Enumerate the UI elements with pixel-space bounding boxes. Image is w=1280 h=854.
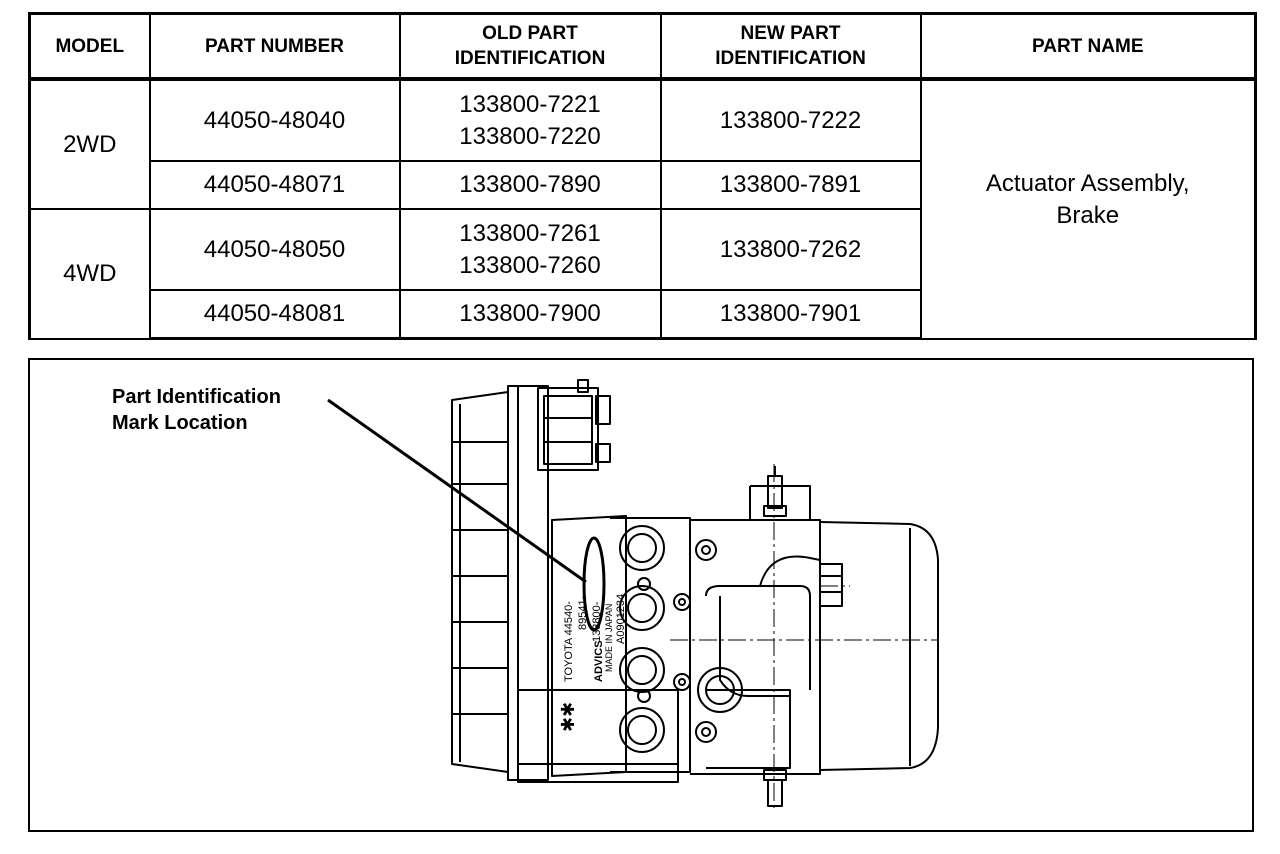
table-row: 2WD 44050-48040 133800-7221 133800-7220 … [28,78,1257,340]
table-row: 44050-48081 133800-7900 133800-7901 [30,289,1256,340]
model-cell-2wd: 2WD [28,78,151,210]
old-id-cell: 133800-7221 133800-7220 [398,78,662,162]
header-new-id: NEW PART IDENTIFICATION [659,12,922,81]
label-line: MADE IN JAPAN [604,604,614,672]
callout-leader-line [327,398,587,584]
part-number-cell: 44050-48071 [148,160,401,210]
callout-line-1: Part Identification [112,386,281,408]
label-mark: ✱✱ [558,702,578,732]
actuator-housing [451,379,679,783]
label-line: 133800- [591,601,603,642]
part-number-cell: 44050-48081 [148,289,401,340]
old-id-value: 133800-7221 [459,90,601,118]
callout-label: Part Identification Mark Location [112,384,281,436]
callout-line-2: Mark Location [112,412,248,434]
identification-label: TOYOTA 44540- 89541- 133800- ADVICS MADE… [558,594,627,732]
identification-mark-ellipse [582,536,606,632]
new-id-cell: 133800-7891 [659,160,922,210]
solenoid-valves [619,525,743,753]
hydraulic-unit-body [551,466,939,807]
part-name-line: Actuator Assembly, [985,170,1190,198]
new-id-cell: 133800-7262 [659,208,922,291]
old-id-value: 133800-7260 [459,251,601,279]
table-row: 44050-48071 133800-7890 133800-7891 [30,160,1256,210]
old-id-cell: 133800-7900 [398,289,662,340]
part-name-cell: Actuator Assembly, Brake [919,78,1257,340]
figure-panel: Part Identification Mark Location [28,358,1254,832]
header-part-number: PART NUMBER [148,12,401,81]
center-lines [670,464,938,810]
part-number-cell: 44050-48050 [148,208,401,291]
parts-table: MODEL PART NUMBER OLD PART IDENTIFICATIO… [28,12,1257,340]
old-id-cell: 133800-7890 [398,160,662,210]
old-id-value: 133800-7220 [459,122,601,150]
header-row: MODEL PART NUMBER OLD PART IDENTIFICATIO… [28,12,1257,81]
header-part-name: PART NAME [919,12,1257,81]
actuator-drawing: TOYOTA 44540- 89541- 133800- ADVICS MADE… [327,379,939,810]
header-old-id: OLD PART IDENTIFICATION [398,12,662,81]
header-old-id-line: IDENTIFICATION [454,48,606,69]
part-number-cell: 44050-48040 [148,78,401,162]
table-row: 4WD 44050-48050 133800-7261 133800-7260 … [28,208,1256,340]
part-name-line: Brake [1056,202,1120,230]
new-id-cell: 133800-7901 [659,289,922,340]
header-new-id-line: NEW PART [740,23,841,44]
new-id-cell: 133800-7222 [659,78,922,162]
header-new-id-line: IDENTIFICATION [715,48,866,69]
model-cell-4wd: 4WD [28,208,151,340]
old-id-value: 133800-7261 [459,219,601,247]
label-line: TOYOTA 44540- [563,601,575,682]
label-line: A0901234 [615,594,627,644]
old-id-cell: 133800-7261 133800-7260 [398,208,662,291]
header-old-id-line: OLD PART [482,23,578,44]
header-model: MODEL [28,12,151,81]
label-line: ADVICS [593,640,605,682]
